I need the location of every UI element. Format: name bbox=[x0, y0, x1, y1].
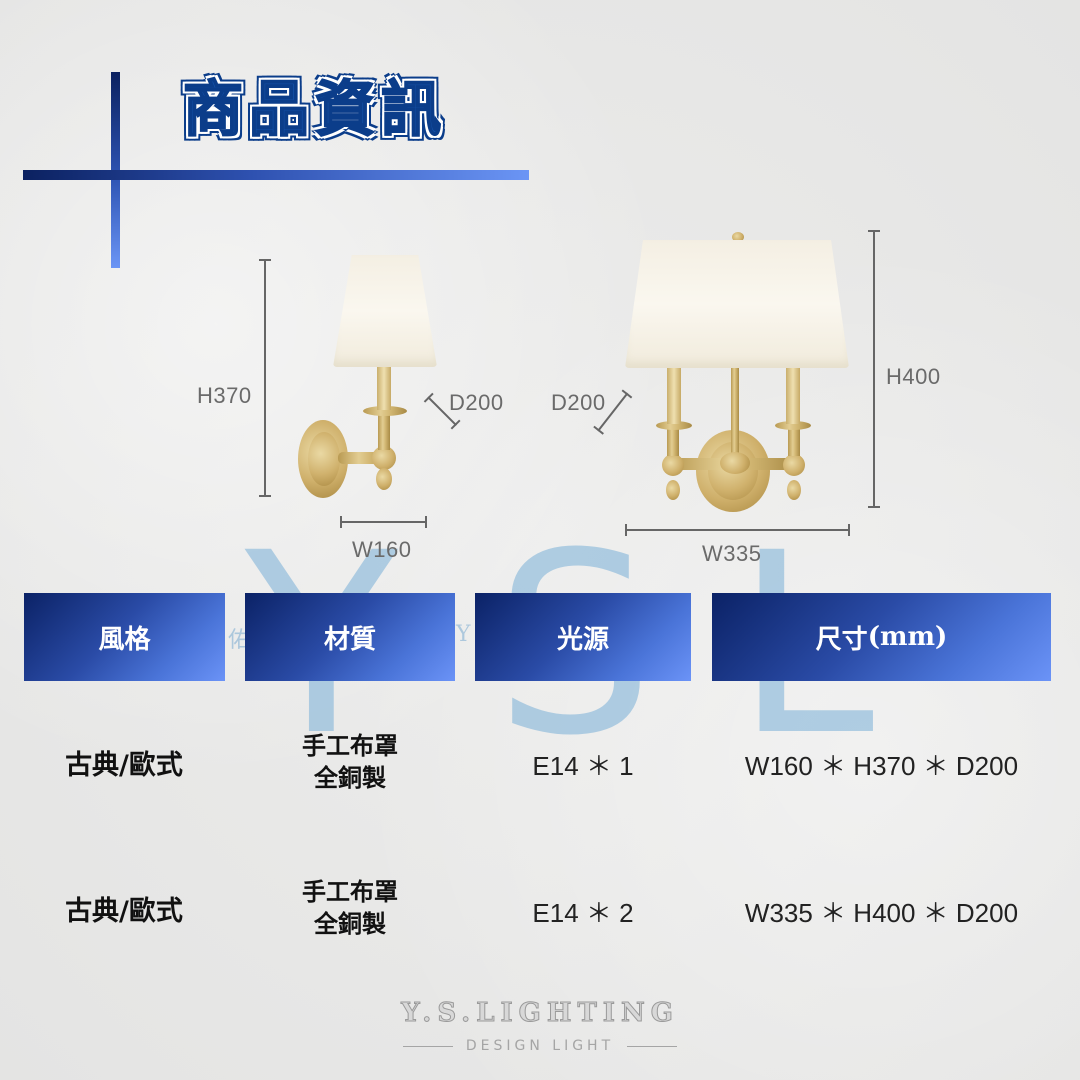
brand-logo: Y.S.LIGHTING bbox=[401, 998, 679, 1029]
row2-style: 古典/歐式 bbox=[65, 896, 183, 927]
row2-material: 手工布罩 全銅製 bbox=[245, 876, 455, 941]
tagline-rule-right bbox=[626, 1045, 677, 1047]
sconce-knuckle bbox=[372, 446, 396, 470]
width-dimension-line-2 bbox=[625, 524, 850, 536]
double-sconce-center-rod bbox=[731, 365, 739, 465]
height-dimension-line-2 bbox=[868, 230, 880, 508]
row2-size: W335 ＊ H400 ＊ D200 bbox=[744, 898, 1019, 928]
header-size-label: 尺寸 bbox=[815, 624, 868, 655]
sconce-backplate-inner bbox=[308, 432, 340, 486]
tagline-text: DESIGN LIGHT bbox=[465, 1038, 615, 1054]
double-sconce-center-knuckle bbox=[720, 452, 750, 474]
row2-material-line2: 全銅製 bbox=[314, 910, 386, 939]
row1-material: 手工布罩 全銅製 bbox=[245, 730, 455, 795]
double-sconce-left-knuckle bbox=[662, 454, 684, 476]
width-label: W160 bbox=[352, 537, 412, 562]
sconce-stem bbox=[378, 415, 390, 450]
double-sconce-shade bbox=[625, 240, 849, 368]
double-sconce-left-stem bbox=[667, 428, 679, 456]
row2-light-source: E14 ＊ 2 bbox=[532, 898, 634, 928]
brand-tagline: DESIGN LIGHT bbox=[0, 1038, 1080, 1054]
sconce-candle bbox=[377, 360, 391, 410]
sconce-shade bbox=[333, 255, 437, 367]
depth-label: D200 bbox=[449, 390, 504, 415]
tagline-rule-left bbox=[403, 1045, 454, 1047]
row1-style: 古典/歐式 bbox=[65, 750, 183, 781]
header-style-label: 風格 bbox=[98, 624, 151, 655]
double-sconce-right-knuckle bbox=[783, 454, 805, 476]
height-dimension-line bbox=[259, 259, 271, 497]
width-label-2: W335 bbox=[702, 541, 762, 566]
height-label-2: H400 bbox=[886, 364, 941, 389]
row1-light-source: E14 ＊ 1 bbox=[532, 751, 634, 781]
double-sconce-right-bobeche bbox=[775, 421, 811, 430]
depth-label-2: D200 bbox=[551, 390, 606, 415]
watermark-small-right: Y bbox=[456, 622, 471, 647]
row1-material-line2: 全銅製 bbox=[314, 764, 386, 793]
row1-size: W160 ＊ H370 ＊ D200 bbox=[744, 751, 1019, 781]
double-sconce-right-finial bbox=[787, 480, 801, 500]
double-sconce-left-finial bbox=[666, 480, 680, 500]
watermark-small-left: 佑 bbox=[228, 628, 251, 653]
double-sconce-right-stem bbox=[788, 428, 800, 456]
row1-material-line1: 手工布罩 bbox=[302, 732, 398, 760]
header-style: 風格 bbox=[24, 593, 225, 681]
double-sconce-top-finial bbox=[732, 232, 744, 242]
page-title: 商品資訊 bbox=[182, 75, 447, 145]
header-material: 材質 bbox=[245, 593, 455, 681]
header-size: 尺寸(mm) bbox=[712, 593, 1051, 681]
sconce-bobeche bbox=[363, 406, 407, 416]
row2-material-line1: 手工布罩 bbox=[302, 878, 398, 906]
double-sconce-left-bobeche bbox=[656, 421, 692, 430]
header-light-source-label: 光源 bbox=[556, 624, 609, 655]
double-sconce-left-candle bbox=[667, 364, 681, 424]
double-sconce-right-candle bbox=[786, 364, 800, 424]
header-material-label: 材質 bbox=[323, 624, 376, 655]
decorative-horizontal-line bbox=[23, 170, 529, 180]
height-label: H370 bbox=[197, 383, 252, 408]
sconce-finial bbox=[376, 468, 392, 490]
width-dimension-line bbox=[340, 516, 427, 528]
header-light-source: 光源 bbox=[475, 593, 691, 681]
header-size-unit: (mm) bbox=[867, 622, 948, 652]
